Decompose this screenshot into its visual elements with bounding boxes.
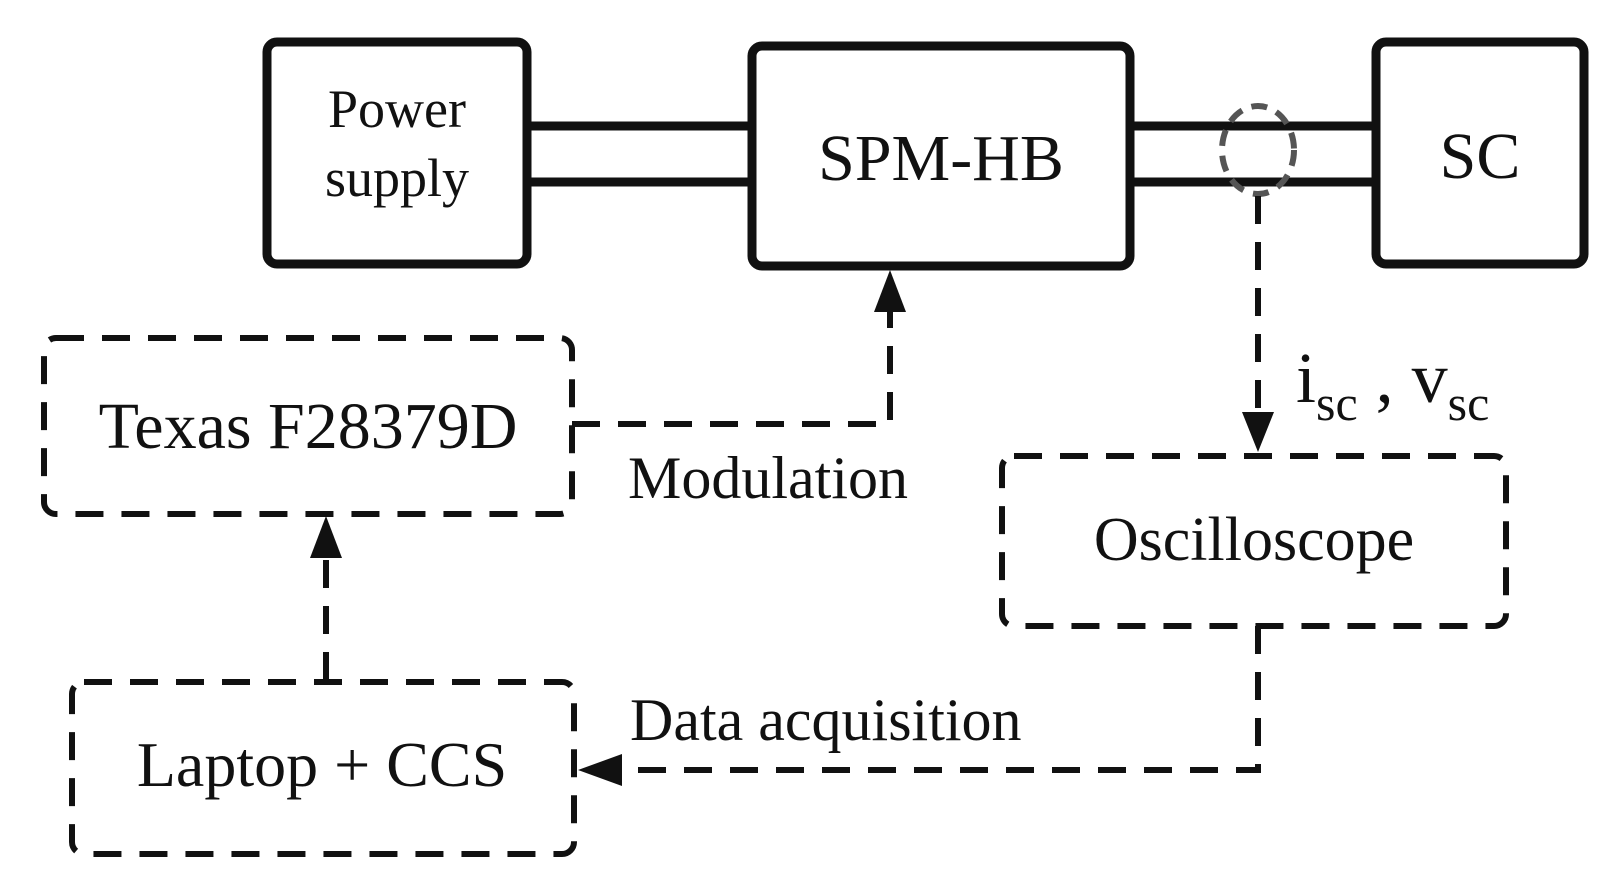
measurement-separator: , — [1358, 338, 1412, 418]
sc-block: SC — [1371, 37, 1589, 269]
current-symbol: i — [1296, 338, 1316, 418]
sc-label: SC — [1440, 120, 1521, 193]
voltage-subscript: sc — [1448, 375, 1490, 431]
oscilloscope-label: Oscilloscope — [1094, 506, 1414, 574]
power-supply-label-line1: Power — [328, 79, 466, 139]
spm-hb-block: SPM-HB — [747, 41, 1135, 271]
measurement-arrowhead-icon — [1242, 412, 1274, 452]
power-supply-block: Power supply — [262, 37, 532, 269]
power-supply-label-line2: supply — [325, 148, 469, 208]
data-acquisition-arrowhead-icon — [578, 754, 622, 786]
programming-arrowhead-icon — [310, 516, 342, 558]
current-probe-icon — [1219, 103, 1297, 197]
data-acquisition-label: Data acquisition — [630, 687, 1022, 753]
voltage-symbol: v — [1412, 338, 1448, 418]
oscilloscope-block: Oscilloscope — [999, 453, 1509, 629]
laptop-ccs-block: Laptop + CCS — [69, 679, 577, 857]
modulation-signal-path — [572, 308, 893, 427]
spm-hb-label: SPM-HB — [818, 122, 1064, 195]
modulation-label: Modulation — [628, 445, 908, 511]
texas-f28379d-block: Texas F28379D — [41, 335, 575, 517]
laptop-ccs-label: Laptop + CCS — [137, 729, 507, 800]
current-subscript: sc — [1316, 375, 1358, 431]
texas-f28379d-label: Texas F28379D — [99, 390, 518, 463]
measurement-label: isc , vsc — [1296, 338, 1489, 431]
modulation-arrowhead-icon — [874, 270, 906, 312]
data-acquisition-signal-path — [618, 626, 1261, 773]
